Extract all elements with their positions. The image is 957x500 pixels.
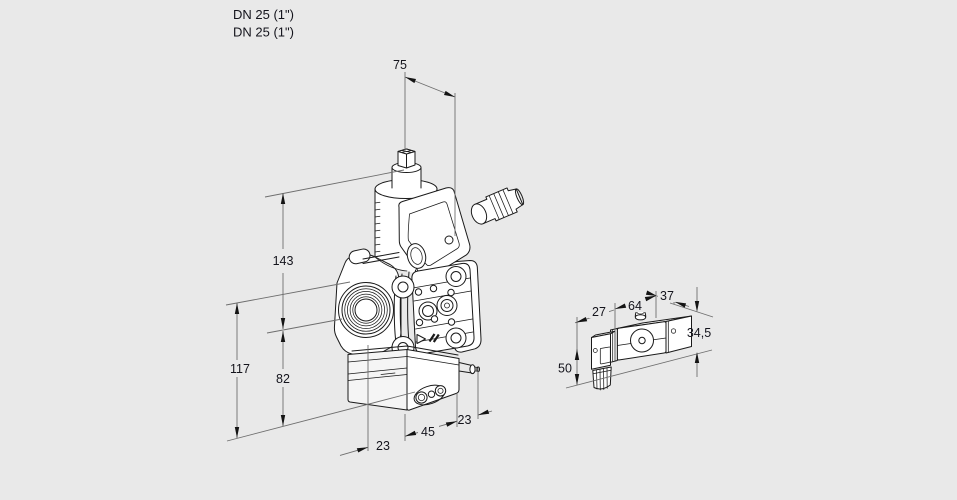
cylinder-ticks	[374, 201, 381, 253]
dim-label-body-length: 64	[628, 299, 642, 313]
switch-connector-plug	[591, 330, 615, 370]
dim-label-lower-height: 82	[276, 372, 290, 386]
dim-label-top-width: 75	[393, 58, 407, 72]
dim-label-bottom-right: 23	[458, 413, 472, 427]
flange-lug	[348, 248, 371, 265]
regulator-box	[347, 345, 481, 411]
dimension-arrows	[234, 77, 700, 453]
dim-label-bottom-left: 23	[376, 439, 390, 453]
cable-gland-drawing	[470, 187, 525, 225]
connection-label-1: DN 25 (1")	[233, 7, 294, 22]
cover-plate-hole	[444, 235, 454, 245]
dim-label-center-height: 117	[230, 362, 250, 376]
dim-label-body-depth: 37	[660, 289, 674, 303]
body-screws	[414, 284, 456, 327]
threaded-bore	[338, 282, 394, 338]
dim-label-body-height: 34,5	[687, 326, 711, 340]
adjustment-cap	[397, 148, 416, 169]
dimension-annotations: 75 143 117 82 23 45 23 27 64 37 34,5 50	[225, 58, 714, 456]
connection-labels: DN 25 (1") DN 25 (1")	[233, 7, 294, 40]
conduit-opening	[406, 243, 427, 269]
switch-cable-gland	[592, 366, 612, 391]
dim-label-total-height: 143	[273, 254, 294, 268]
switch-dial	[630, 328, 654, 353]
dim-label-side-height: 50	[558, 362, 572, 376]
connection-label-2: DN 25 (1")	[233, 25, 294, 40]
hatch-mark	[428, 333, 440, 343]
main-valve-drawing	[333, 148, 525, 411]
dim-label-plug-width: 27	[592, 305, 606, 319]
switch-front-face	[616, 321, 667, 361]
dim-label-bottom-center: 45	[421, 425, 435, 439]
pressure-taps	[418, 295, 458, 321]
pressure-switch-drawing	[591, 309, 692, 391]
side-nipple	[458, 362, 481, 375]
flow-direction-arrow	[416, 334, 426, 344]
